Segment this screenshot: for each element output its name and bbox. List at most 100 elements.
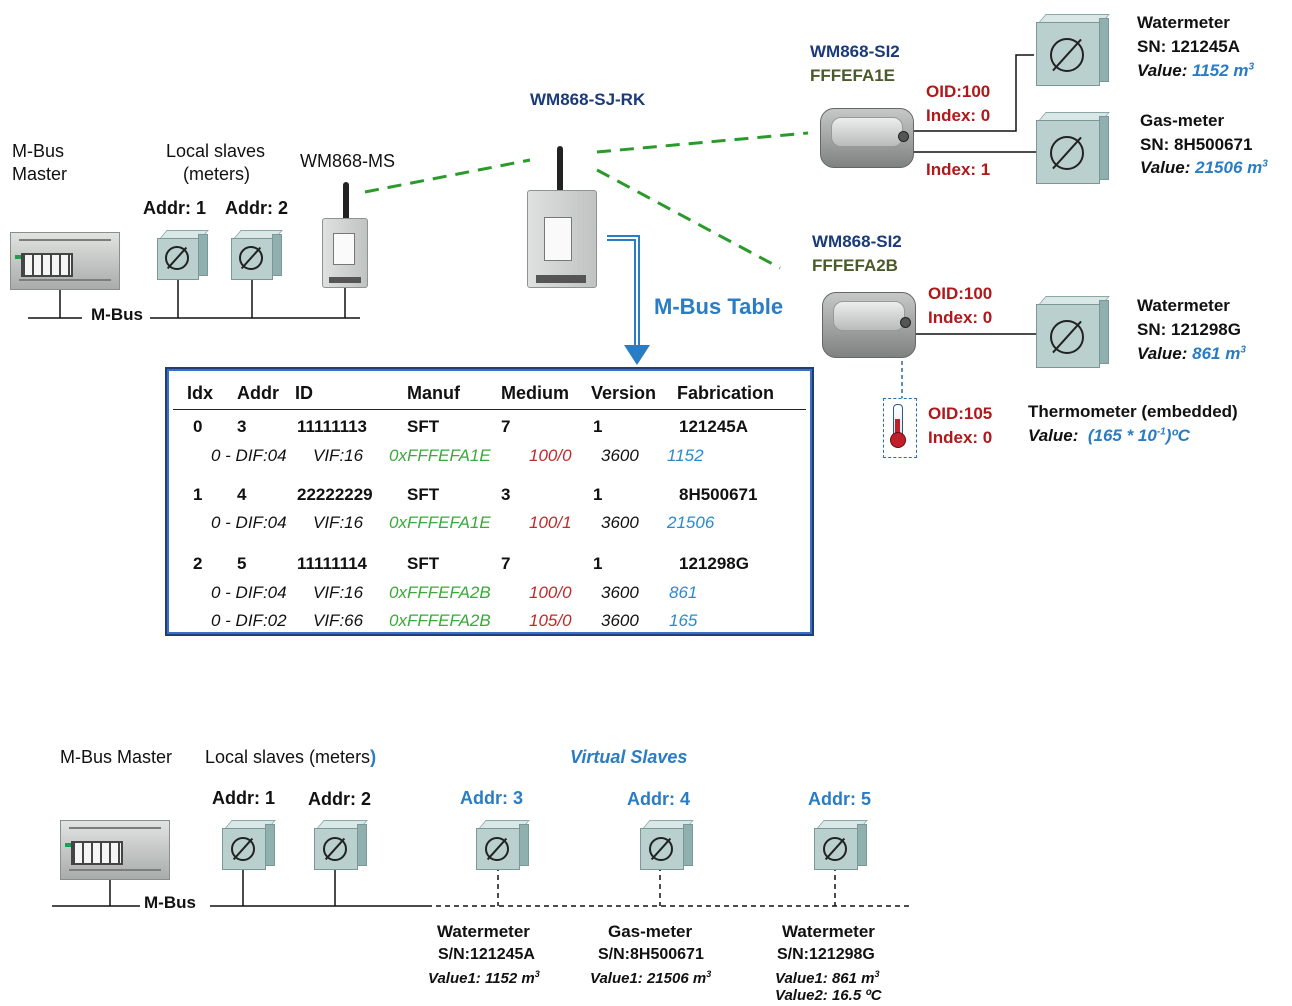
gas-meter-sn: SN: 8H500671 xyxy=(1140,135,1253,154)
row1-version: 1 xyxy=(593,485,603,504)
index-t0-label: Index: 0 xyxy=(928,428,993,447)
virtual-2-value1: Value1: 21506 m3 xyxy=(590,969,712,987)
row0-sub0-dif: 0 - DIF:04 xyxy=(211,446,287,465)
row2-idx: 2 xyxy=(193,554,203,573)
row2-sub0-oid: 0xFFFEFA2B xyxy=(389,583,491,602)
mbus-table: Idx Addr ID Manuf Medium Version Fabrica… xyxy=(165,367,814,636)
col-fabrication-header: Fabrication xyxy=(677,383,775,403)
row1-sub0-period: 3600 xyxy=(601,513,639,532)
row1-manuf: SFT xyxy=(407,485,440,504)
row1-fabrication: 8H500671 xyxy=(679,485,758,504)
virtual-3-sn: S/N:121298G xyxy=(777,946,875,963)
bottom-master-label: M-Bus Master xyxy=(60,747,173,767)
bottom-addr-2-label: Addr: 2 xyxy=(308,789,371,809)
mbus-bus-label: M-Bus xyxy=(88,305,146,325)
thermometer-title: Thermometer (embedded) xyxy=(1028,402,1238,421)
index-b0-label: Index: 0 xyxy=(928,308,993,327)
bottom-mbus-bus-label: M-Bus xyxy=(141,893,199,913)
watermeter-1-title: Watermeter xyxy=(1137,13,1230,32)
row0-sub0-ref: 100/0 xyxy=(529,446,572,465)
bottom-local-slaves-label: Local slaves (meters) xyxy=(205,747,377,767)
row2-sub0-period: 3600 xyxy=(601,583,639,602)
bottom-addr-1-label: Addr: 1 xyxy=(212,788,275,808)
row2-sub0-vif: VIF:16 xyxy=(313,583,364,602)
col-addr-header: Addr xyxy=(237,383,279,403)
virtual-slaves-label: Virtual Slaves xyxy=(570,747,688,767)
rk-device-icon xyxy=(527,190,597,288)
ms-device-label: WM868-MS xyxy=(300,151,396,171)
row2-version: 1 xyxy=(593,554,603,573)
oid-b-label: OID:100 xyxy=(928,284,993,303)
row2-sub1-oid: 0xFFFEFA2B xyxy=(389,611,491,630)
mbus-master-device xyxy=(10,232,120,290)
local-slaves-label-line1: Local slaves xyxy=(166,141,266,161)
row2-sub0-ref: 100/0 xyxy=(529,583,572,602)
row1-sub0-dif: 0 - DIF:04 xyxy=(211,513,287,532)
oid-t-label: OID:105 xyxy=(928,404,993,423)
row2-addr: 5 xyxy=(237,554,247,573)
row0-id: 11111113 xyxy=(297,417,368,436)
row1-sub0-vif: VIF:16 xyxy=(313,513,364,532)
virtual-2-title: Gas-meter xyxy=(608,922,693,941)
virtual-1-sn: S/N:121245A xyxy=(438,946,535,963)
row0-version: 1 xyxy=(593,417,603,436)
row2-sub1-ref: 105/0 xyxy=(529,611,572,630)
row0-sub0-vif: VIF:16 xyxy=(313,446,364,465)
virtual-3-value2: Value2: 16.5 ºC xyxy=(775,987,882,1004)
bottom-addr-4-label: Addr: 4 xyxy=(627,789,690,809)
virtual-1-value1: Value1: 1152 m3 xyxy=(428,969,540,987)
virtual-3-value1: Value1: 861 m3 xyxy=(775,969,880,987)
row2-manuf: SFT xyxy=(407,554,440,573)
addr-2-label: Addr: 2 xyxy=(225,198,288,218)
header-rule xyxy=(173,409,806,410)
row1-addr: 4 xyxy=(237,485,247,504)
bottom-mbus-master-device xyxy=(60,820,170,880)
addr-1-label: Addr: 1 xyxy=(143,198,206,218)
row1-sub0-ref: 100/1 xyxy=(529,513,572,532)
si2-a-device-icon xyxy=(820,108,914,168)
watermeter-2-value: Value: 861 m3 xyxy=(1137,344,1246,363)
row2-sub1-dif: 0 - DIF:02 xyxy=(211,611,287,630)
row0-sub0-value: 1152 xyxy=(667,446,704,465)
gas-meter-title: Gas-meter xyxy=(1140,111,1225,130)
col-version-header: Version xyxy=(591,383,657,403)
virtual-2-sn: S/N:8H500671 xyxy=(598,946,704,963)
master-label-line2: Master xyxy=(12,164,68,184)
row1-idx: 1 xyxy=(193,485,203,504)
si2-b-device-icon xyxy=(822,292,916,358)
col-id-header: ID xyxy=(295,383,313,403)
row2-sub0-dif: 0 - DIF:04 xyxy=(211,583,287,602)
local-slaves-label-line2: (meters) xyxy=(183,164,250,184)
master-label-line1: M-Bus xyxy=(12,141,65,161)
row2-sub1-vif: VIF:66 xyxy=(313,611,364,630)
row1-sub0-oid: 0xFFFEFA1E xyxy=(389,513,491,532)
index-a1-label: Index: 1 xyxy=(926,160,991,179)
watermeter-2-title: Watermeter xyxy=(1137,296,1230,315)
si2-b-name: WM868-SI2 xyxy=(812,232,902,251)
ms-device-icon xyxy=(322,218,368,288)
si2-b-id: FFFEFA2B xyxy=(812,256,898,275)
si2-a-name: WM868-SI2 xyxy=(810,42,900,61)
oid-a-label: OID:100 xyxy=(926,82,991,101)
row1-medium: 3 xyxy=(501,485,511,504)
bottom-addr-3-label: Addr: 3 xyxy=(460,788,523,808)
virtual-3-title: Watermeter xyxy=(782,922,875,941)
bottom-addr-5-label: Addr: 5 xyxy=(808,789,871,809)
row0-idx: 0 xyxy=(193,417,203,436)
watermeter-2-sn: SN: 121298G xyxy=(1137,320,1241,339)
row2-id: 11111114 xyxy=(297,554,368,573)
row0-sub0-oid: 0xFFFEFA1E xyxy=(389,446,491,465)
row0-addr: 3 xyxy=(237,417,247,436)
row1-sub0-value: 21506 xyxy=(667,513,715,532)
watermeter-1-value: Value: 1152 m3 xyxy=(1137,61,1255,80)
row2-fabrication: 121298G xyxy=(679,554,749,573)
col-medium-header: Medium xyxy=(501,383,570,403)
ms-antenna-icon xyxy=(343,182,349,222)
watermeter-1-sn: SN: 121245A xyxy=(1137,37,1241,56)
row1-id: 22222229 xyxy=(297,485,373,504)
si2-a-id: FFFEFA1E xyxy=(810,66,896,85)
gas-meter-value: Value: 21506 m3 xyxy=(1140,158,1268,177)
mbus-table-label: M-Bus Table xyxy=(654,294,784,319)
col-idx-header: Idx xyxy=(187,383,214,403)
rk-antenna-icon xyxy=(557,146,563,194)
